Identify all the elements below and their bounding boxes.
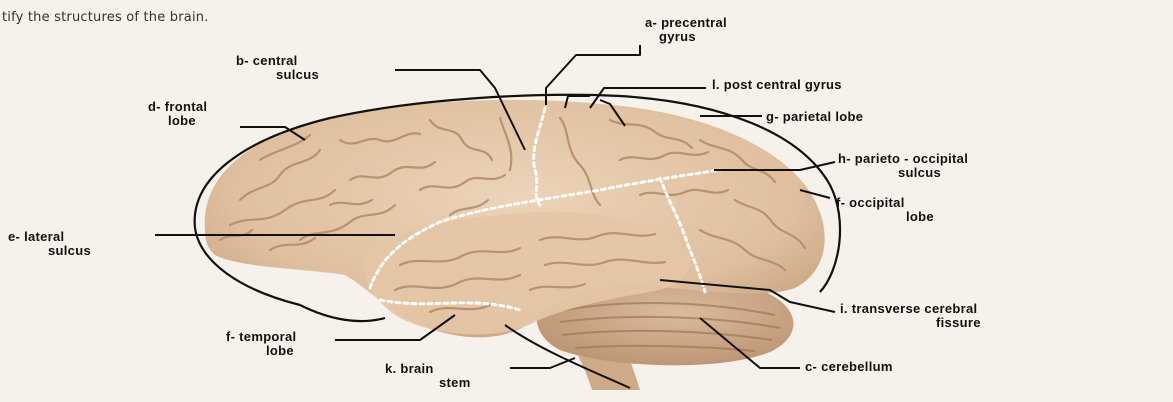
label-text: e- lateral — [8, 229, 64, 244]
label-text: h- parieto - occipital — [838, 151, 968, 166]
label-occipital-lobe: f- occipital lobe — [836, 196, 934, 224]
label-text: l. post central gyrus — [712, 77, 842, 92]
label-text-2: lobe — [148, 114, 207, 128]
label-text: g- parietal lobe — [766, 109, 863, 124]
label-text: f- occipital — [836, 195, 905, 210]
label-precentral-gyrus: a- precentral gyrus — [645, 16, 727, 44]
label-brain-stem: k. brain stem — [385, 362, 471, 390]
label-text-2: fissure — [840, 316, 981, 330]
label-text-2: sulcus — [8, 244, 91, 258]
label-text-2: stem — [385, 376, 471, 390]
label-text-2: sulcus — [236, 68, 319, 82]
label-parietal-lobe: g- parietal lobe — [766, 110, 863, 124]
label-central-sulcus: b- central sulcus — [236, 54, 319, 82]
label-text-2: lobe — [226, 344, 296, 358]
label-cerebellum: c- cerebellum — [805, 360, 893, 374]
label-text: k. brain — [385, 361, 434, 376]
label-text-2: gyrus — [645, 30, 727, 44]
label-text: b- central — [236, 53, 298, 68]
label-text: f- temporal — [226, 329, 296, 344]
label-frontal-lobe: d- frontal lobe — [148, 100, 207, 128]
label-text: i. transverse cerebral — [840, 301, 977, 316]
label-transverse-cerebral-fissure: i. transverse cerebral fissure — [840, 302, 981, 330]
label-post-central-gyrus: l. post central gyrus — [712, 78, 842, 92]
label-text: a- precentral — [645, 15, 727, 30]
label-text: d- frontal — [148, 99, 207, 114]
label-text: c- cerebellum — [805, 359, 893, 374]
label-text-2: lobe — [836, 210, 934, 224]
question-prompt: tify the structures of the brain. — [2, 10, 209, 25]
label-text-2: sulcus — [838, 166, 968, 180]
label-lateral-sulcus: e- lateral sulcus — [8, 230, 91, 258]
outline-curve-lower — [300, 305, 385, 321]
label-temporal-lobe: f- temporal lobe — [226, 330, 296, 358]
label-parieto-occipital-sulcus: h- parieto - occipital sulcus — [838, 152, 968, 180]
